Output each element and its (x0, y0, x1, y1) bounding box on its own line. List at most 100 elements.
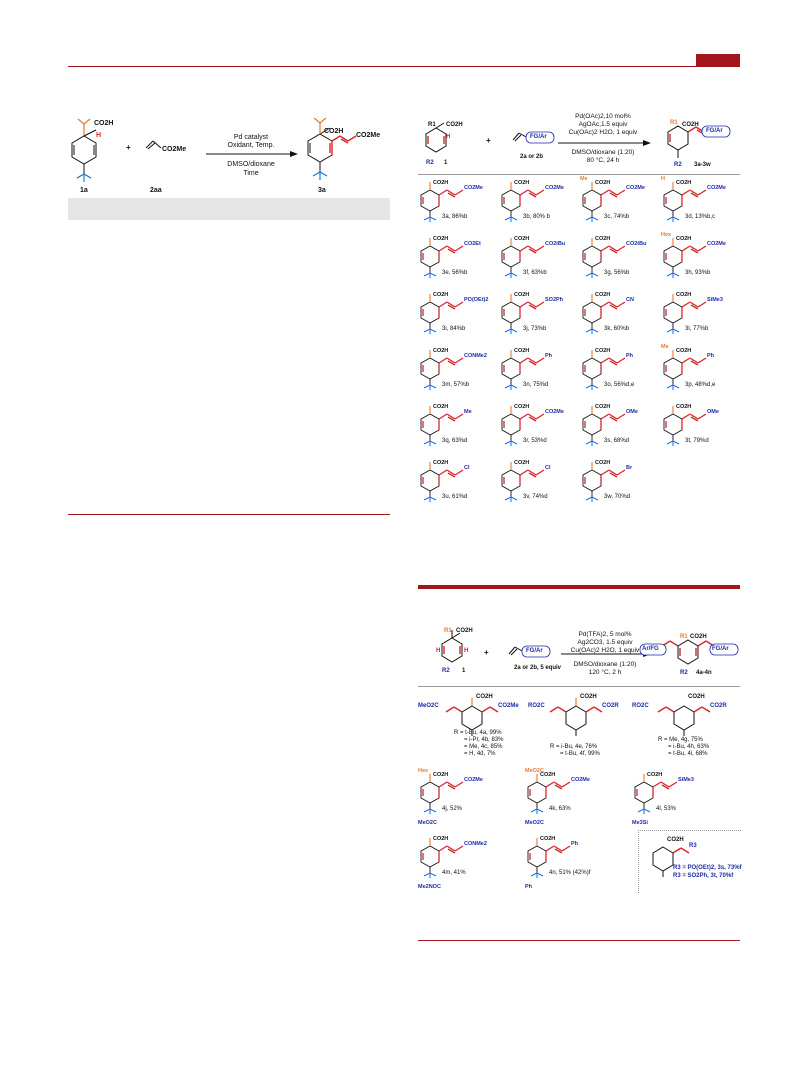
s3-row2-2-left: Me3Si (632, 820, 648, 826)
s2-3u-acid: CO2H (433, 460, 449, 466)
s2-3t-structure (663, 406, 707, 446)
s3-row2-1-yield: 4k, 63% (549, 806, 571, 812)
s3-row2-0-left: MeO2C (418, 820, 437, 826)
s3-row1-b-acid: CO2H (580, 694, 597, 700)
s2-olefin-group: FG/Ar (530, 134, 547, 140)
s2-prod-r1: R1 (670, 120, 678, 126)
header-rule (68, 66, 740, 67)
s2-3o-structure (582, 350, 626, 390)
s3-row3-0-yield: 4m, 41% (442, 870, 466, 876)
s2-3p-tail: Ph (707, 353, 715, 359)
s2-3s-tail: OMe (626, 409, 638, 415)
s2-3w-tail: Br (626, 465, 633, 471)
s3-row1-c-line-1: R = Me, 4g, 75% (658, 737, 703, 743)
s3-row3-0-structure (420, 838, 464, 878)
scheme1-condition-1: Pd catalyst (233, 134, 269, 141)
reactant-h-label: H (96, 132, 102, 139)
s3-row2-0-tail: CO2Me (464, 777, 483, 783)
s3-r1: R1 (444, 628, 452, 634)
s3-rule (418, 686, 740, 687)
s2-3c-structure (582, 182, 626, 222)
s2-3f-yield: 3f, 63%b (523, 270, 547, 276)
s2-3a-structure (420, 182, 464, 222)
scheme-3-header-structures (441, 630, 739, 665)
s2-3w-structure (582, 462, 626, 502)
s3-inset-structure (652, 846, 690, 877)
scheme3-bottom-rule (418, 940, 740, 941)
s2-3q-yield: 3q, 63%d (442, 438, 468, 444)
s3-row2-1-acid: CO2H (540, 772, 556, 778)
plus-sign: + (126, 143, 131, 152)
s2-3d-yield: 3d, 13%b,c (685, 214, 716, 220)
s2-3b-yield: 3b, 80% b (523, 214, 551, 220)
s3-inset-line-2: R3 = SO2Ph, 3t, 70%f (673, 873, 734, 879)
s3-row1-a-line-4: = H, 4d, 7% (464, 751, 496, 757)
s3-row3-0-acid: CO2H (433, 836, 449, 842)
s3-row3-0-compound: CO2H CONMe2 4m, 41% (418, 832, 496, 884)
s2-3b-structure (501, 182, 545, 222)
s3-row3-0-tail: CONMe2 (464, 841, 487, 847)
s2-3w-yield: 3w, 70%d (604, 494, 631, 500)
s3-row2-2-tail: SiMe3 (678, 777, 694, 783)
s2-3c-yield: 3c, 74%b (604, 214, 630, 220)
s3-row1-a-right: CO2Me (498, 703, 519, 709)
s3-row1-c-line-2: = i-Bu, 4h, 63% (668, 744, 710, 750)
s2-3r-structure (501, 406, 545, 446)
s3-row1-b-structure (549, 698, 603, 736)
s3-row2-0-substituent: Hex (418, 768, 429, 774)
s2-3d-structure (663, 182, 707, 222)
s2-3a-acid: CO2H (433, 180, 449, 186)
s2-3g-tail: CO2tBu (626, 241, 647, 247)
s2-3i-tail: PO(OEt)2 (464, 297, 489, 303)
s2-prod-group: FG/Ar (706, 128, 723, 134)
s2-prod-acid: CO2H (682, 122, 699, 128)
s2-3b-acid: CO2H (514, 180, 530, 186)
s2-3e-yield: 3e, 56%b (442, 270, 468, 276)
s3-olefin-group: FG/Ar (526, 648, 543, 654)
s2-3r-tail: CO2Me (545, 409, 564, 415)
s2-substrate-label: 1 (444, 160, 448, 166)
s2-3m-tail: CONMe2 (464, 353, 487, 359)
s3-row2-1-left: MeO2C (525, 820, 544, 826)
s3-row1-a-line-1: R = t-Bu, 4a, 99% (454, 730, 502, 736)
s3-cond-2: Ag2CO3, 1.5 equiv (577, 639, 633, 646)
s2-3l-acid: CO2H (676, 292, 692, 298)
s2-3p-acid: CO2H (676, 348, 692, 354)
table-header-band (68, 198, 390, 220)
s3-inset-r3: R3 (689, 843, 697, 849)
s2-3c-tail: CO2Me (626, 185, 645, 191)
s3-row1-a-line-2: = i-Pr, 4b, 83% (464, 737, 504, 743)
s3-row1-b-right: CO2R (602, 703, 619, 709)
s3-olefin-label: 2a or 2b, 5 equiv (514, 665, 562, 671)
s3-row1-c-line-3: = t-Bu, 4i, 68% (668, 751, 708, 757)
s2-3j-structure (501, 294, 545, 334)
s2-olefin-label: 2a or 2b (520, 154, 544, 160)
s3-row2-0-acid: CO2H (433, 772, 449, 778)
acrylate-label: CO2Me (162, 146, 187, 153)
s2-3n-acid: CO2H (514, 348, 530, 354)
s2-3a-yield: 3a, 86%b (442, 214, 468, 220)
s2-cond-5: 80 °C, 24 h (586, 157, 620, 164)
s2-3e-tail: CO2Et (464, 241, 481, 247)
s2-3l-structure (663, 294, 707, 334)
s2-acid: CO2H (446, 122, 463, 128)
scheme1-condition-3: DMSO/dioxane (227, 161, 275, 168)
s2-3h-substituent: Hex (661, 232, 672, 238)
s2-3s-yield: 3s, 68%d (604, 438, 630, 444)
s2-3d-tail: CO2Me (707, 185, 726, 191)
s3-row2-2-yield: 4l, 53% (656, 806, 677, 812)
scheme1-condition-2: Oxidant, Temp. (227, 142, 275, 149)
s3-row2-2-structure (634, 774, 678, 814)
s3-row1-b-left: RO2C (528, 703, 545, 709)
